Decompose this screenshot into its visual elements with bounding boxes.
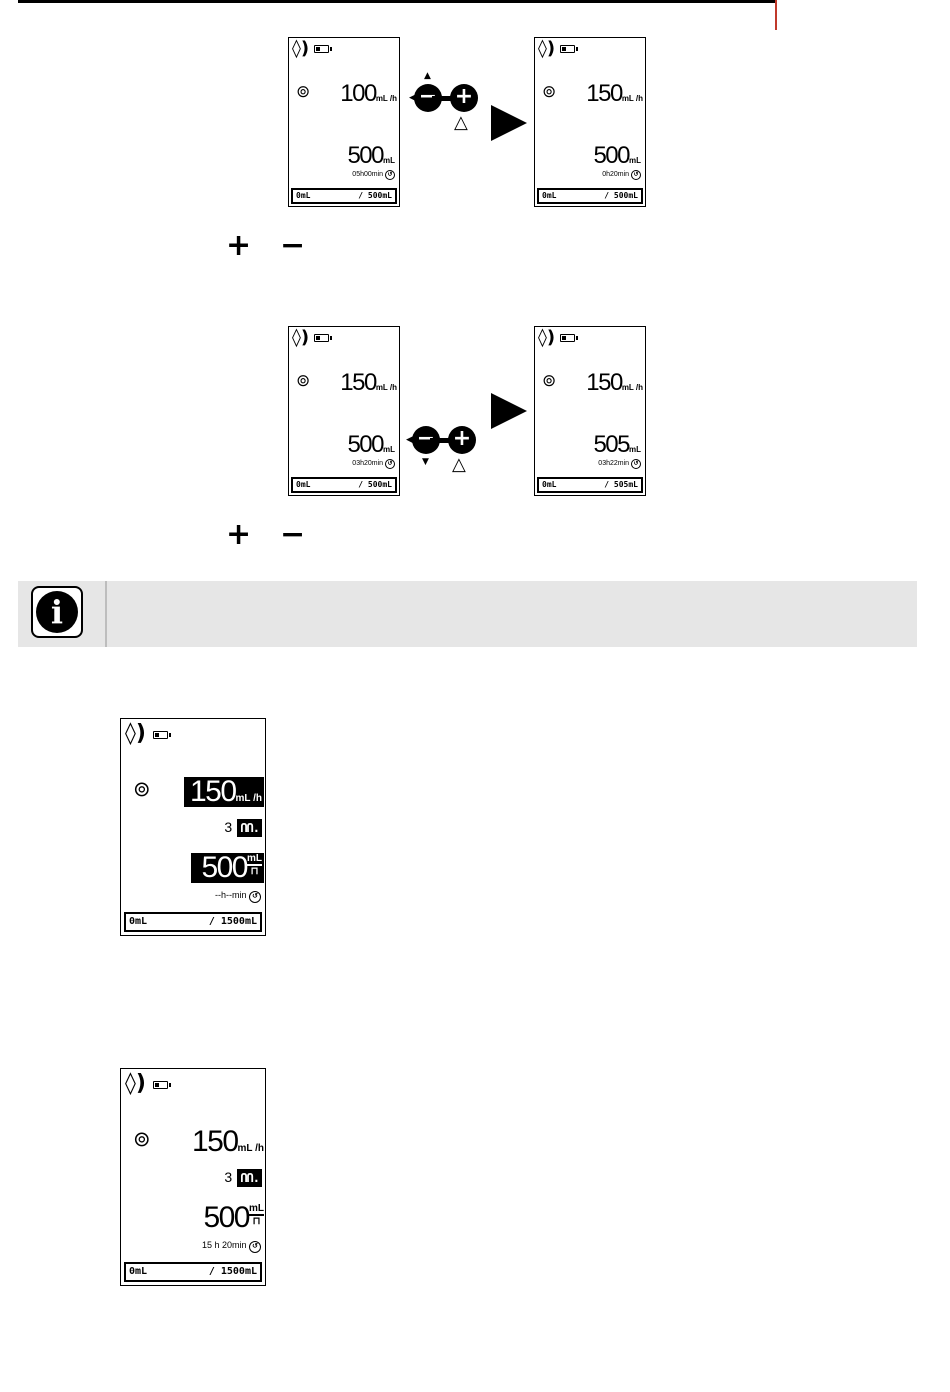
- clock-icon: ↺: [385, 459, 395, 469]
- clock-icon: ↺: [249, 891, 261, 903]
- speaker-icon: ◊): [538, 38, 556, 59]
- rate-display: 150mL /h: [586, 369, 643, 396]
- rate-display: 150mL /h: [586, 80, 643, 107]
- plus-minus-keypad: ▲ ◀ − + △: [408, 70, 480, 140]
- battery-icon: [314, 45, 332, 53]
- clock-icon: ↺: [631, 170, 641, 180]
- speaker-icon: ◊): [125, 721, 146, 746]
- rate-display: 100mL /h: [340, 80, 397, 107]
- pressed-indicator-icon: △: [452, 454, 466, 475]
- info-icon: i: [31, 586, 83, 638]
- battery-icon: [560, 45, 578, 53]
- battery-icon: [314, 334, 332, 342]
- plus-symbol: +: [226, 228, 252, 263]
- note-box: [18, 581, 917, 647]
- page-margin-marker: [775, 0, 777, 30]
- volume-progress-bar: 0mL/ 500mL: [291, 477, 397, 493]
- pressed-indicator-icon: △: [454, 112, 468, 133]
- arrow-left-icon: ◀: [406, 435, 413, 445]
- minus-key[interactable]: −: [412, 426, 440, 454]
- cycle-count: 3 ՈՈ.: [224, 1167, 262, 1187]
- pump-screen-volume-after: ◊) ⊚ 150mL /h 505mL 03h22min ↺ 0mL/ 505m…: [534, 326, 646, 496]
- pump-screen-rate-before: ◊) ⊚ 100mL /h 500mL 05h00min ↺ 0mL/ 500m…: [288, 37, 400, 207]
- plus-key[interactable]: +: [450, 84, 478, 112]
- arrow-left-icon: ◀: [409, 93, 416, 103]
- plus-symbol: +: [226, 517, 252, 552]
- battery-icon: [560, 334, 578, 342]
- pump-screen-volume-before: ◊) ⊚ 150mL /h 500mL 03h20min ↺ 0mL/ 500m…: [288, 326, 400, 496]
- stop-icon: ⊚: [133, 1127, 151, 1151]
- minus-key[interactable]: −: [414, 84, 442, 112]
- clock-icon: ↺: [385, 170, 395, 180]
- cycle-count: 3 ՈՈ.: [224, 817, 262, 837]
- battery-icon: [153, 1081, 171, 1089]
- volume-progress-bar: 0mL/ 1500mL: [124, 912, 262, 932]
- battery-icon: [153, 731, 171, 739]
- time-remaining: 15 h 20min ↺: [202, 1240, 261, 1253]
- time-remaining: 03h22min ↺: [598, 459, 641, 469]
- rate-display-selected[interactable]: 150mL /h: [183, 777, 264, 807]
- plus-minus-keypad: ◀ − + ▼ △: [406, 412, 478, 482]
- rate-display: 150mL /h: [191, 1125, 264, 1158]
- volume-progress-bar: 0mL/ 500mL: [537, 188, 643, 204]
- volume-display: 500mL: [347, 142, 395, 169]
- plus-key[interactable]: +: [448, 426, 476, 454]
- program-icon: ՈՈ.: [237, 1169, 262, 1187]
- speaker-icon: ◊): [292, 327, 310, 348]
- volume-progress-bar: 0mL/ 505mL: [537, 477, 643, 493]
- time-remaining: 0h20min ↺: [602, 170, 641, 180]
- rate-display: 150mL /h: [340, 369, 397, 396]
- volume-progress-bar: 0mL/ 1500mL: [124, 1262, 262, 1282]
- stop-icon: ⊚: [542, 82, 557, 102]
- transition-arrow-icon: [491, 393, 527, 429]
- time-remaining: 03h20min ↺: [352, 459, 395, 469]
- transition-arrow-icon: [491, 105, 527, 141]
- time-remaining: 05h00min ↺: [352, 170, 395, 180]
- speaker-icon: ◊): [125, 1071, 146, 1096]
- stop-icon: ⊚: [296, 82, 311, 102]
- pump-screen-rate-after: ◊) ⊚ 150mL /h 500mL 0h20min ↺ 0mL/ 500mL: [534, 37, 646, 207]
- key-link: [430, 438, 456, 443]
- info-glyph: i: [36, 591, 78, 633]
- clock-icon: ↺: [631, 459, 641, 469]
- time-remaining: --h--min ↺: [215, 890, 261, 903]
- arrow-down-icon: ▼: [422, 457, 429, 467]
- volume-display: 505mL: [593, 431, 641, 458]
- clock-icon: ↺: [249, 1241, 261, 1253]
- top-rule: [18, 0, 775, 3]
- volume-display: 500mL: [347, 431, 395, 458]
- stop-icon: ⊚: [542, 371, 557, 391]
- program-icon: ՈՈ.: [237, 819, 262, 837]
- stop-icon: ⊚: [133, 777, 151, 801]
- note-separator: [105, 581, 107, 647]
- key-link: [432, 96, 458, 101]
- stop-icon: ⊚: [296, 371, 311, 391]
- volume-progress-bar: 0mL/ 500mL: [291, 188, 397, 204]
- minus-symbol: −: [280, 228, 306, 263]
- volume-display: 500mL: [593, 142, 641, 169]
- speaker-icon: ◊): [292, 38, 310, 59]
- speaker-icon: ◊): [538, 327, 556, 348]
- arrow-up-icon: ▲: [424, 71, 431, 81]
- minus-symbol: −: [280, 517, 306, 552]
